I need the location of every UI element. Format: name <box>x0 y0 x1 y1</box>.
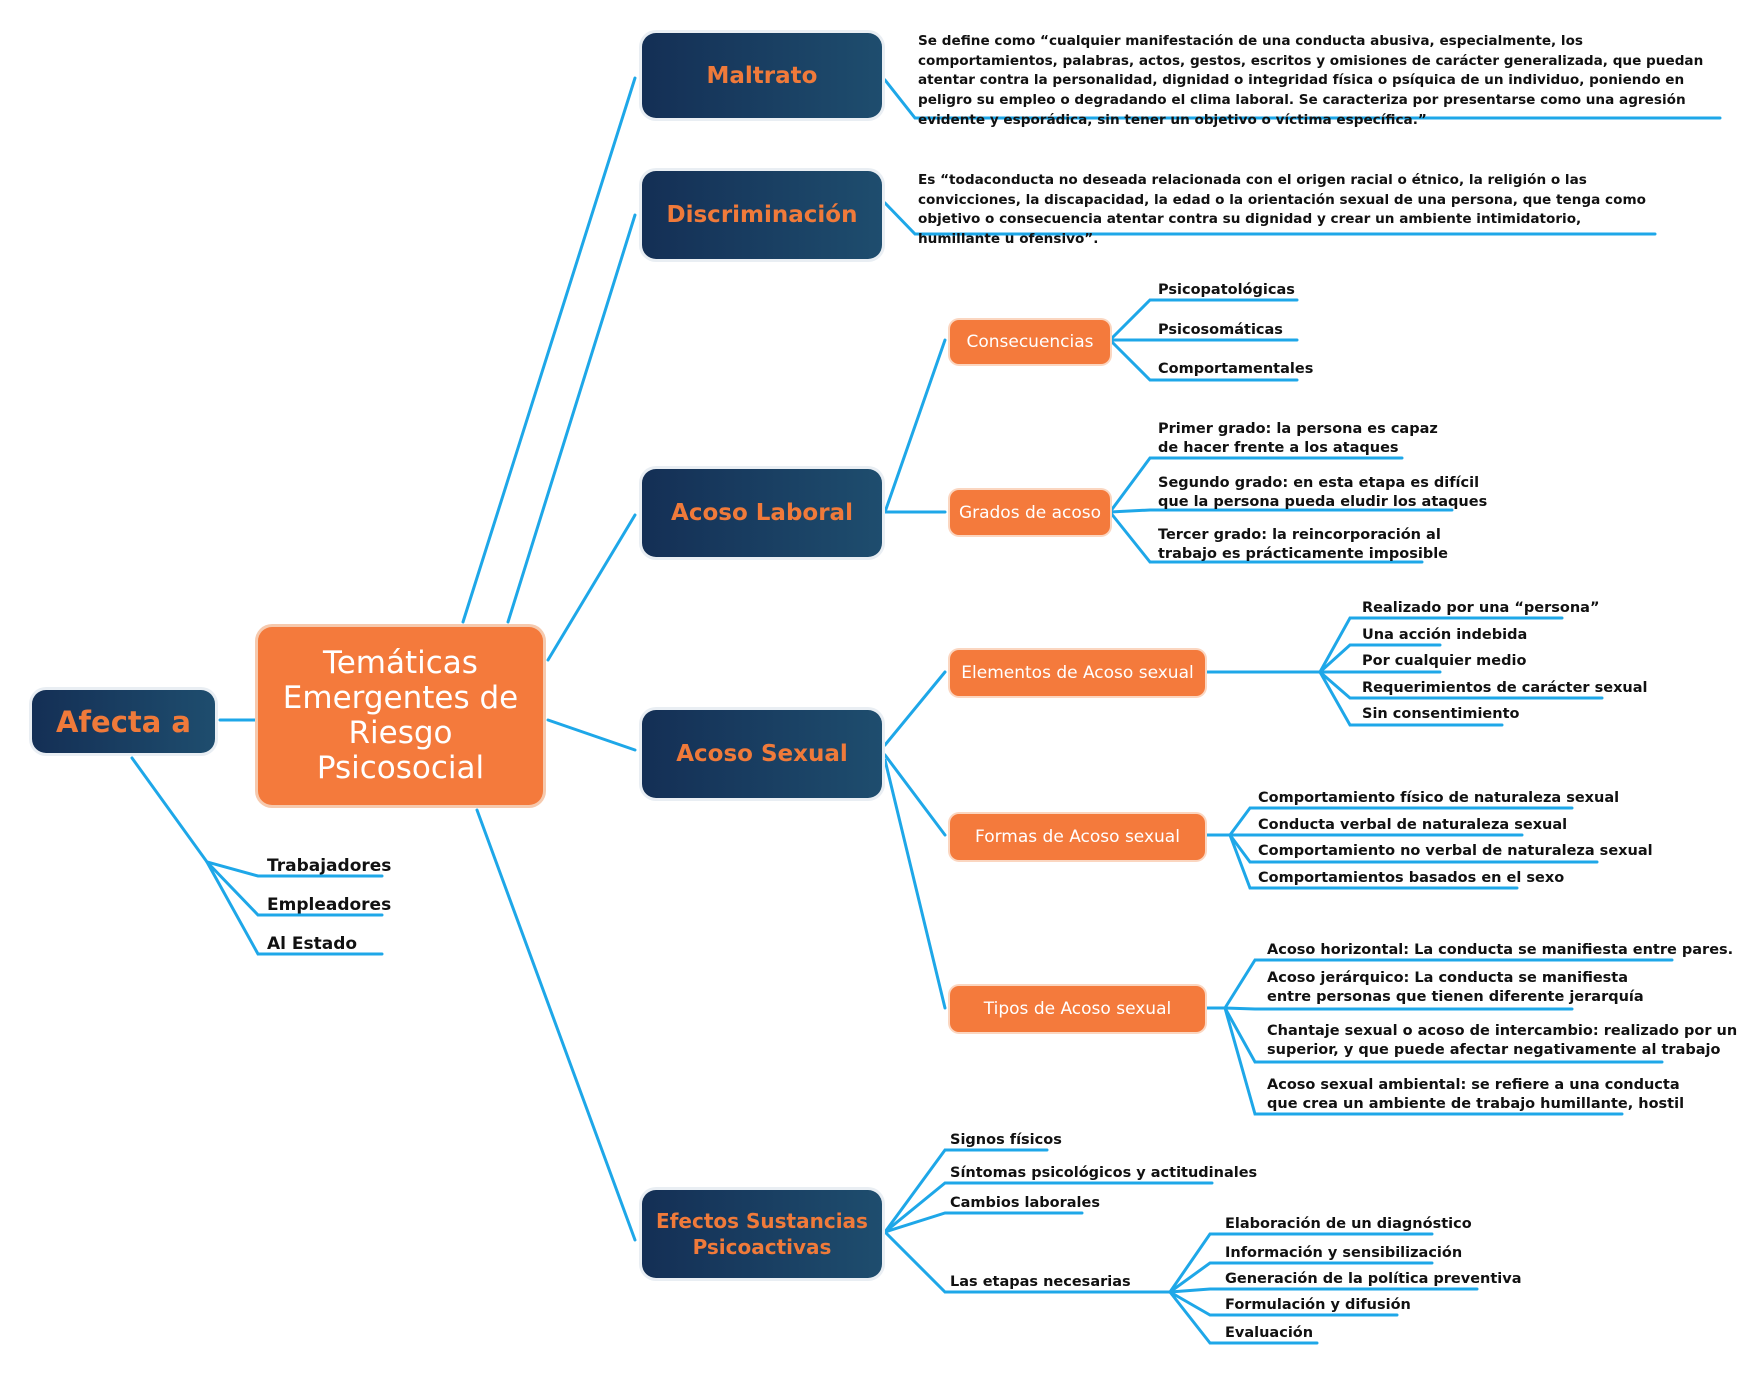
forma-item: Comportamientos basados en el sexo <box>1258 870 1565 886</box>
tipos-label: Tipos de Acoso sexual <box>983 999 1172 1019</box>
grados-acoso-node[interactable]: Grados de acoso <box>950 490 1110 535</box>
discriminacion-label: Discriminación <box>666 202 858 228</box>
maltrato-node[interactable]: Maltrato <box>642 33 882 118</box>
afecta-label: Afecta a <box>55 704 192 739</box>
grados-acoso-label: Grados de acoso <box>958 502 1102 523</box>
etapa-item: Formulación y difusión <box>1225 1297 1411 1313</box>
central-topic[interactable]: Temáticas Emergentes de Riesgo Psicosoci… <box>258 627 543 805</box>
efecto-item: Síntomas psicológicos y actitudinales <box>950 1165 1258 1181</box>
consecuencias-label: Consecuencias <box>966 332 1094 352</box>
etapa-item: Generación de la política preventiva <box>1225 1271 1522 1287</box>
formas-label: Formas de Acoso sexual <box>975 827 1180 847</box>
afecta-node[interactable]: Afecta a <box>32 690 215 753</box>
elementos-label: Elementos de Acoso sexual <box>961 663 1194 683</box>
afecta-item: Empleadores <box>267 895 392 915</box>
elemento-item: Sin consentimiento <box>1362 706 1520 722</box>
discriminacion-node[interactable]: Discriminación <box>642 171 882 259</box>
efecto-item: Signos físicos <box>950 1132 1062 1148</box>
elemento-item: Realizado por una “persona” <box>1362 600 1600 616</box>
formas-node[interactable]: Formas de Acoso sexual <box>950 814 1205 860</box>
afecta-item: Al Estado <box>267 934 358 954</box>
etapa-item: Elaboración de un diagnóstico <box>1225 1216 1472 1232</box>
tipo-item: Acoso jerárquico: La conducta se manifie… <box>1267 970 1644 1005</box>
maltrato-definition: Se define como “cualquier manifestación … <box>918 33 1704 128</box>
efectos-label: Efectos Sustancias Psicoactivas <box>656 1209 868 1259</box>
grado-item: Segundo grado: en esta etapa es difícil … <box>1158 475 1488 510</box>
etapa-item: Evaluación <box>1225 1325 1314 1341</box>
consecuencias-item: Psicosomáticas <box>1158 322 1283 338</box>
grado-item: Primer grado: la persona es capaz de hac… <box>1158 421 1438 456</box>
acoso-laboral-label: Acoso Laboral <box>671 500 853 526</box>
tipo-item: Acoso sexual ambiental: se refiere a una… <box>1267 1077 1685 1112</box>
elementos-node[interactable]: Elementos de Acoso sexual <box>950 650 1205 696</box>
tipo-item: Acoso horizontal: La conducta se manifie… <box>1267 942 1734 958</box>
consecuencias-item: Psicopatológicas <box>1158 282 1295 298</box>
forma-item: Comportamiento no verbal de naturaleza s… <box>1258 843 1653 859</box>
acoso-laboral-node[interactable]: Acoso Laboral <box>642 469 882 557</box>
tipo-item: Chantaje sexual o acoso de intercambio: … <box>1267 1023 1738 1058</box>
acoso-sexual-node[interactable]: Acoso Sexual <box>642 710 882 798</box>
tipos-node[interactable]: Tipos de Acoso sexual <box>950 986 1205 1032</box>
consecuencias-item: Comportamentales <box>1158 361 1314 377</box>
discriminacion-definition: Es “todaconducta no deseada relacionada … <box>918 172 1646 248</box>
efecto-item: Las etapas necesarias <box>950 1274 1131 1290</box>
elemento-item: Requerimientos de carácter sexual <box>1362 680 1648 696</box>
forma-item: Comportamiento físico de naturaleza sexu… <box>1258 790 1620 806</box>
consecuencias-node[interactable]: Consecuencias <box>950 320 1110 364</box>
forma-item: Conducta verbal de naturaleza sexual <box>1258 817 1568 833</box>
grado-item: Tercer grado: la reincorporación al trab… <box>1158 527 1448 562</box>
elemento-item: Una acción indebida <box>1362 627 1528 643</box>
maltrato-label: Maltrato <box>706 62 818 89</box>
afecta-item: Trabajadores <box>267 856 392 876</box>
efecto-item: Cambios laborales <box>950 1195 1100 1211</box>
acoso-sexual-label: Acoso Sexual <box>676 741 848 767</box>
efectos-node[interactable]: Efectos Sustancias Psicoactivas <box>642 1190 882 1278</box>
etapa-item: Información y sensibilización <box>1225 1245 1463 1261</box>
elemento-item: Por cualquier medio <box>1362 653 1527 669</box>
central-topic-label: Temáticas Emergentes de Riesgo Psicosoci… <box>282 644 519 787</box>
